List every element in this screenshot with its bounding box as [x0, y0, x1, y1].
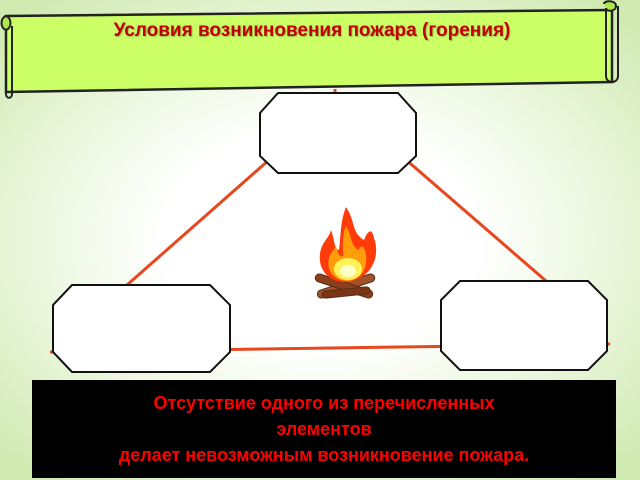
top-blank-box: [259, 92, 417, 174]
note-line-1: Отсутствие одного из перечисленных: [153, 393, 495, 413]
page-title: Условия возникновения пожара (горения): [113, 20, 511, 41]
left-blank-box: [52, 284, 231, 373]
right-blank-box: [440, 280, 608, 371]
note-line-2: элементов: [276, 419, 372, 439]
warning-note: Отсутствие одного из перечисленных элеме…: [32, 380, 616, 478]
title-scroll-banner: [0, 0, 619, 99]
note-line-3: делает невозможным возникновение пожара.: [118, 445, 530, 465]
campfire-icon: [314, 207, 377, 299]
